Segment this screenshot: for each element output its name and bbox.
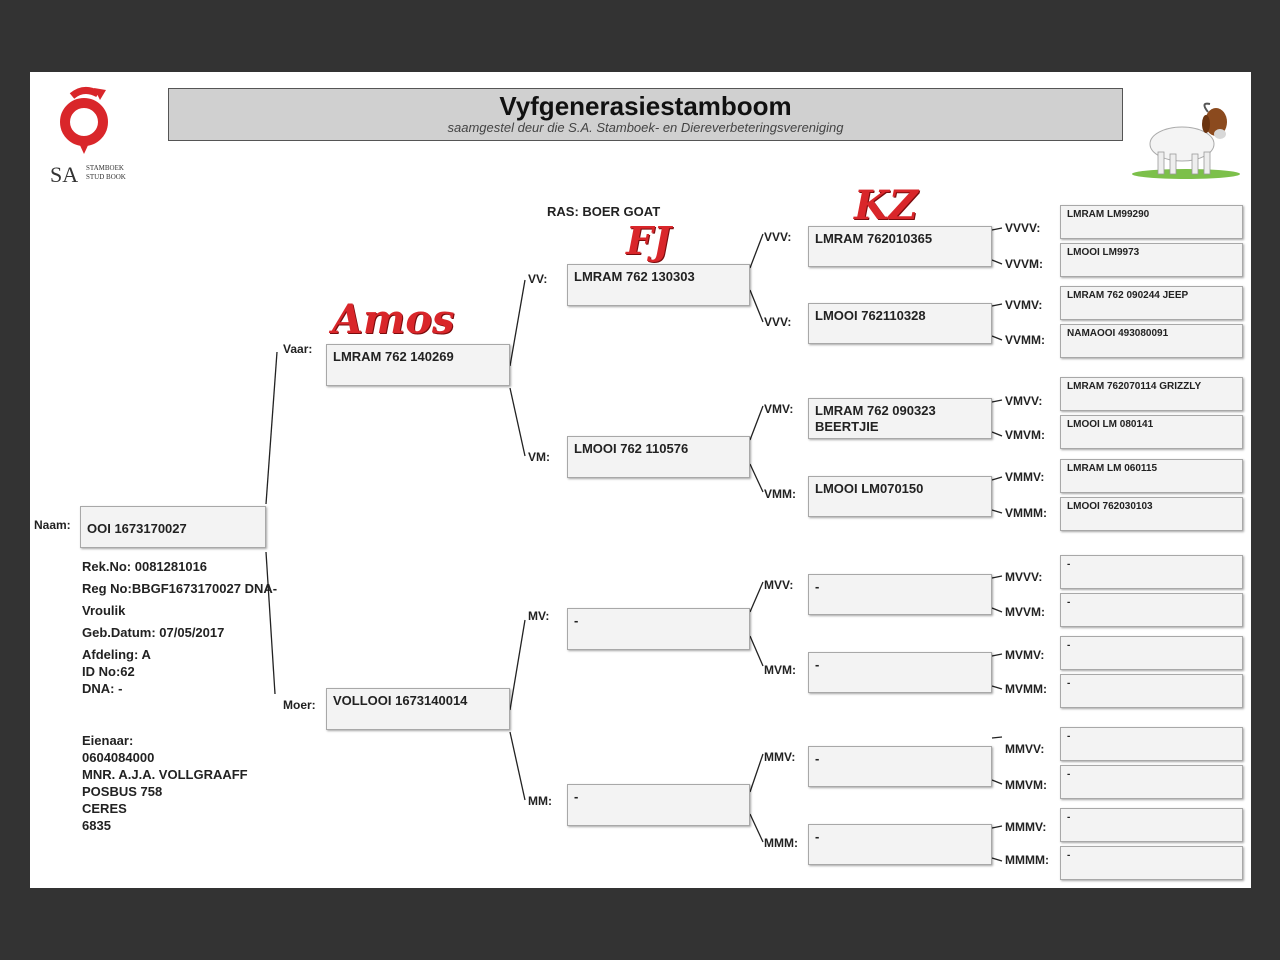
animal-sex: Vroulik — [82, 603, 126, 618]
gen4-box-vmmm: LMOOI 762030103 — [1060, 497, 1243, 531]
gen4-label-vvvm: VVVM: — [1005, 257, 1044, 271]
mvv-label: MVV: — [764, 578, 794, 592]
title-banner: Vyfgenerasiestamboom saamgestel deur die… — [168, 88, 1123, 141]
vm-label: VM: — [528, 450, 550, 464]
mmm-box: - — [808, 824, 992, 865]
vvv-box: LMRAM 762010365 — [808, 226, 992, 267]
owner-name: MNR. A.J.A. VOLLGRAAFF — [82, 767, 248, 782]
mvm-label: MVM: — [764, 663, 796, 677]
vv-label: VV: — [528, 272, 548, 286]
logo-stamboek-text: STAMBOEK — [86, 164, 124, 172]
gen4-label-mvmm: MVMM: — [1005, 682, 1047, 696]
gen4-box-mmvv: - — [1060, 727, 1243, 761]
mmm-label: MMM: — [764, 836, 798, 850]
gen4-box-mvmm: - — [1060, 674, 1243, 708]
gen4-label-vmmv: VMMV: — [1005, 470, 1045, 484]
animal-dna: DNA: - — [82, 681, 123, 696]
gen4-label-vmvv: VMVV: — [1005, 394, 1043, 408]
owner-details: Eienaar: 0604084000 MNR. A.J.A. VOLLGRAA… — [82, 732, 248, 834]
animal-name-box: OOI 1673170027 — [80, 506, 266, 548]
moer-label: Moer: — [283, 698, 316, 712]
vaar-box: LMRAM 762 140269 — [326, 344, 510, 386]
boer-goat-illustration — [1132, 102, 1240, 179]
nickname-vvv: KZ — [854, 182, 918, 229]
gen4-label-mmvm: MMVM: — [1005, 778, 1047, 792]
page-subtitle: saamgestel deur die S.A. Stamboek- en Di… — [447, 120, 844, 135]
mvv-box: - — [808, 574, 992, 615]
vmm-box: LMOOI LM070150 — [808, 476, 992, 517]
gen4-label-mmmm: MMMM: — [1005, 853, 1049, 867]
mmv-label: MMV: — [764, 750, 796, 764]
gen4-box-vmvm: LMOOI LM 080141 — [1060, 415, 1243, 449]
mm-label: MM: — [528, 794, 552, 808]
owner-address-1: POSBUS 758 — [82, 784, 163, 799]
vaar-label: Vaar: — [283, 342, 313, 356]
gen4-box-mmmm: - — [1060, 846, 1243, 880]
animal-reg-no: Reg No:BBGF1673170027 DNA- — [82, 581, 278, 596]
vmv-label: VMV: — [764, 402, 794, 416]
stud-book-emblem-icon — [60, 87, 108, 154]
owner-phone: 0604084000 — [82, 750, 155, 765]
gen4-box-vvmm: NAMAOOI 493080091 — [1060, 324, 1243, 358]
breed-label: RAS: BOER GOAT — [547, 204, 661, 219]
page-title: Vyfgenerasiestamboom — [499, 91, 792, 121]
nickname-vv: FJ — [626, 218, 671, 263]
vvm-box: LMOOI 762110328 — [808, 303, 992, 344]
gen4-box-mvvm: - — [1060, 593, 1243, 627]
gen4-box-mvmv: - — [1060, 636, 1243, 670]
vv-box: LMRAM 762 130303 — [567, 264, 750, 306]
vvm-label: VVV: — [764, 315, 792, 329]
animal-afdeling: Afdeling: A — [82, 647, 151, 662]
mv-label: MV: — [528, 609, 550, 623]
nickname-vaar: Amos — [332, 296, 455, 343]
vmm-label: VMM: — [764, 487, 796, 501]
gen4-label-vmvm: VMVM: — [1005, 428, 1045, 442]
gen4-label-vmmm: VMMM: — [1005, 506, 1047, 520]
gen4-box-vvvv: LMRAM LM99290 — [1060, 205, 1243, 239]
gen4-label-mvvm: MVVM: — [1005, 605, 1045, 619]
gen4-label-mmmv: MMMV: — [1005, 820, 1047, 834]
sa-stud-book-logo: SA STAMBOEK STUD BOOK — [50, 86, 140, 187]
gen4-label-mmvv: MMVV: — [1005, 742, 1045, 756]
animal-rek-no: Rek.No: 0081281016 — [82, 559, 208, 574]
moer-box: VOLLOOI 1673140014 — [326, 688, 510, 730]
mvm-box: - — [808, 652, 992, 693]
mmv-box: - — [808, 746, 992, 787]
vvv-label: VVV: — [764, 230, 792, 244]
animal-birth-date: Geb.Datum: 07/05/2017 — [82, 625, 225, 640]
gen4-box-vmmv: LMRAM LM 060115 — [1060, 459, 1243, 493]
gen4-box-vmvv: LMRAM 762070114 GRIZZLY — [1060, 377, 1243, 411]
gen4-box-mvvv: - — [1060, 555, 1243, 589]
animal-id-no: ID No:62 — [82, 664, 135, 679]
owner-label: Eienaar: — [82, 733, 134, 748]
gen4-label-vvvv: VVVV: — [1005, 221, 1041, 235]
gen4-box-vvmv: LMRAM 762 090244 JEEP — [1060, 286, 1243, 320]
gen4-box-mmvm: - — [1060, 765, 1243, 799]
pedigree-connector-lines — [265, 227, 1003, 862]
owner-address-2: CERES — [82, 801, 127, 816]
gen4-label-mvvv: MVVV: — [1005, 570, 1043, 584]
mv-box: - — [567, 608, 750, 650]
logo-studbook-text: STUD BOOK — [86, 173, 126, 181]
vmv-box: LMRAM 762 090323 BEERTJIE — [808, 398, 992, 439]
pedigree-document: SA STAMBOEK STUD BOOK Vyfgenerasiestambo… — [30, 72, 1251, 888]
gen4-box-vvvm: LMOOI LM9973 — [1060, 243, 1243, 277]
owner-postcode: 6835 — [82, 818, 111, 833]
animal-details: Rek.No: 0081281016 Reg No:BBGF1673170027… — [82, 558, 277, 697]
gen4-label-vvmv: VVMV: — [1005, 298, 1043, 312]
gen4-label-vvmm: VVMM: — [1005, 333, 1045, 347]
gen4-label-mvmv: MVMV: — [1005, 648, 1045, 662]
animal-name-label: Naam: — [34, 518, 71, 532]
gen4-box-mmmv: - — [1060, 808, 1243, 842]
vm-box: LMOOI 762 110576 — [567, 436, 750, 478]
mm-box: - — [567, 784, 750, 826]
logo-sa-text: SA — [50, 162, 79, 187]
